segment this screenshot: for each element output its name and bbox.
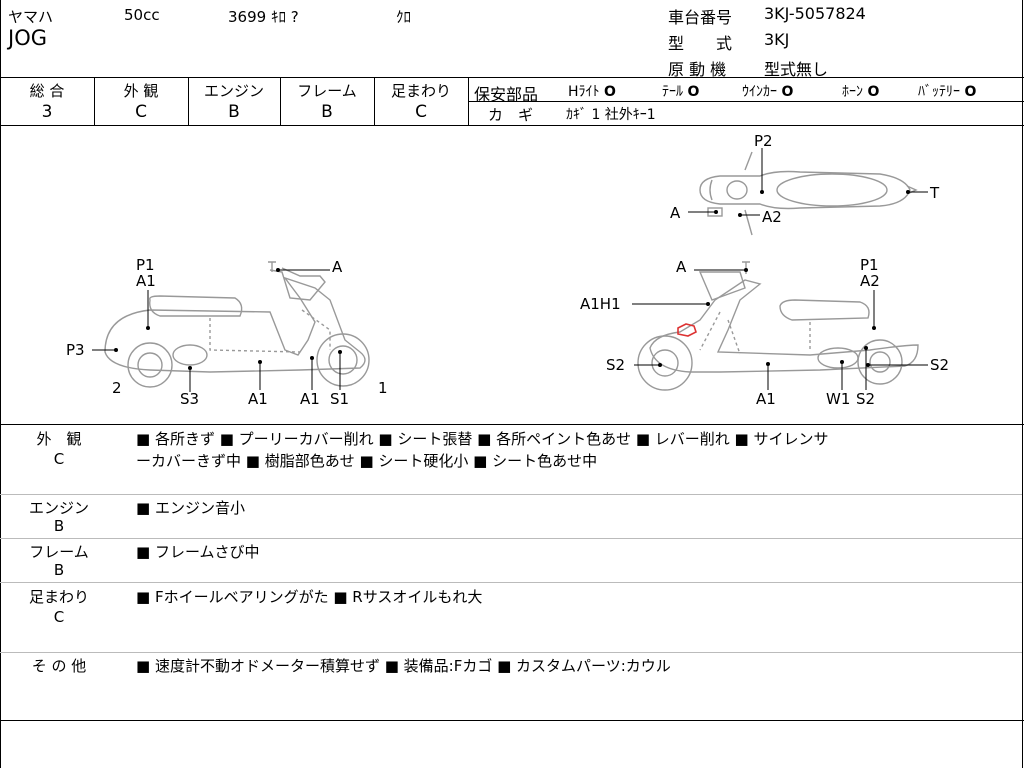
label-t: T: [929, 184, 940, 202]
label-left-p3: P3: [66, 341, 85, 359]
safety-label: 保安部品: [474, 85, 539, 104]
key-value: ｶｷﾞ 1 社外ｷｰ1: [566, 107, 656, 123]
grade-frame-label: フレーム: [297, 82, 357, 100]
model-name: JOG: [8, 26, 47, 50]
displacement: 50cc: [124, 6, 160, 24]
label-left-a1-a: A1: [248, 390, 268, 408]
grade-sep: [280, 77, 281, 125]
safety-battery: ﾊﾞｯﾃﾘｰ O: [918, 84, 977, 100]
grade-sep: [188, 77, 189, 125]
frame-no: 3KJ-5057824: [764, 4, 866, 23]
grade-frame-value: B: [321, 102, 333, 122]
label-left-s1: S1: [330, 390, 349, 408]
label-left-s3: S3: [180, 390, 199, 408]
headlight-mark: O: [603, 84, 616, 100]
grade-suspension-label: 足まわり: [390, 82, 451, 100]
label-right-p1: P1: [860, 256, 879, 274]
label-left-p1: P1: [136, 256, 155, 274]
safety-horn: ﾎｰﾝ O: [842, 84, 880, 100]
grade-sep: [468, 77, 469, 125]
header-divider: [0, 77, 1024, 78]
note-exterior-grade: C: [53, 450, 65, 468]
grade-engine-label: エンジン: [203, 82, 264, 100]
note-engine-label: エンジン: [28, 499, 89, 517]
scooter-left-view: [104, 261, 370, 388]
label-left-a: A: [332, 258, 343, 276]
note-frame-grade: B: [53, 561, 65, 579]
grade-suspension-value: C: [415, 102, 427, 122]
label-left-a1-b: A1: [300, 390, 320, 408]
left-border: [0, 0, 1, 768]
safety-tail: ﾃｰﾙ O: [662, 84, 700, 100]
label-top-a2: A2: [762, 208, 782, 226]
frame-no-label: 車台番号: [668, 8, 733, 27]
label-p2: P2: [754, 132, 773, 150]
note-exterior-line1: ■ 各所きず ■ プーリーカバー削れ ■ シート張替 ■ 各所ペイント色あせ ■…: [136, 430, 829, 448]
note-other-label: そ の 他: [31, 657, 87, 675]
label-right-a1h1: A1H1: [580, 295, 621, 313]
label-right-a2: A2: [860, 272, 880, 290]
label-left-1: 1: [378, 379, 388, 397]
note-frame-label: フレーム: [29, 543, 89, 561]
grade-engine-value: B: [228, 102, 240, 122]
grade-sep: [374, 77, 375, 125]
note-frame-line1: ■ フレームさび中: [136, 543, 260, 561]
scooter-top-view: [699, 151, 918, 236]
grade-exterior-label: 外 観: [123, 82, 159, 100]
label-right-s2-bottom: S2: [856, 390, 875, 408]
label-right-s2-left: S2: [606, 356, 625, 374]
grade-sep: [94, 77, 95, 125]
tail-mark: O: [687, 84, 700, 100]
right-border: [1022, 0, 1023, 768]
engine-label: 原 動 機: [668, 60, 727, 79]
color: ｸﾛ: [396, 8, 412, 26]
safety-winker: ｳｲﾝｶｰ O: [742, 84, 794, 100]
label-right-a: A: [676, 258, 687, 276]
notes-bottom-divider: [0, 720, 1024, 721]
grade-exterior-value: C: [135, 102, 147, 122]
scooter-diagram: P2 T A A2 P1 A1 A P3 2 S3 A1 A1 S1 1 A P…: [66, 132, 949, 408]
note-suspension-grade: C: [53, 608, 65, 626]
notes-divider: [0, 652, 1022, 653]
engine-value: 型式無し: [764, 60, 829, 79]
scooter-right-view: [637, 261, 919, 391]
label-left-a1-top: A1: [136, 272, 156, 290]
horn-mark: O: [867, 84, 880, 100]
note-exterior-line2: ーカバーきず中 ■ 樹脂部色あせ ■ シート硬化小 ■ シート色あせ中: [136, 452, 598, 470]
note-engine-line1: ■ エンジン音小: [136, 499, 245, 517]
note-other-line1: ■ 速度計不動オドメーター積算せず ■ 装備品:Fカゴ ■ カスタムパーツ:カウ…: [136, 657, 671, 675]
label-right-a1: A1: [756, 390, 776, 408]
label-left-2: 2: [112, 379, 122, 397]
note-engine-grade: B: [53, 517, 65, 535]
maker: ヤマハ: [8, 8, 54, 26]
mileage: 3699 ｷﾛ ?: [228, 8, 299, 26]
label-right-s2-right: S2: [930, 356, 949, 374]
winker-mark: O: [781, 84, 794, 100]
label-right-w1: W1: [826, 390, 850, 408]
note-exterior-label: 外 観: [36, 430, 82, 448]
type-value: 3KJ: [764, 30, 790, 49]
grade-overall-label: 総 合: [29, 82, 65, 100]
diagram-divider: [0, 424, 1024, 425]
note-suspension-line1: ■ Fホイールベアリングがた ■ Rサスオイルもれ大: [136, 588, 483, 606]
grade-overall-value: 3: [41, 102, 53, 122]
label-top-a: A: [670, 204, 681, 222]
damage-marker: [677, 323, 697, 337]
safety-divider: [468, 101, 1024, 102]
notes-divider: [0, 538, 1022, 539]
grades-divider: [0, 125, 1024, 126]
type-label: 型 式: [668, 34, 733, 53]
note-suspension-label: 足まわり: [28, 588, 89, 606]
battery-mark: O: [964, 84, 977, 100]
notes-divider: [0, 494, 1022, 495]
notes-divider: [0, 582, 1022, 583]
safety-headlight: Hﾗｲﾄ O: [568, 84, 616, 100]
key-label: カ ギ: [488, 106, 534, 124]
